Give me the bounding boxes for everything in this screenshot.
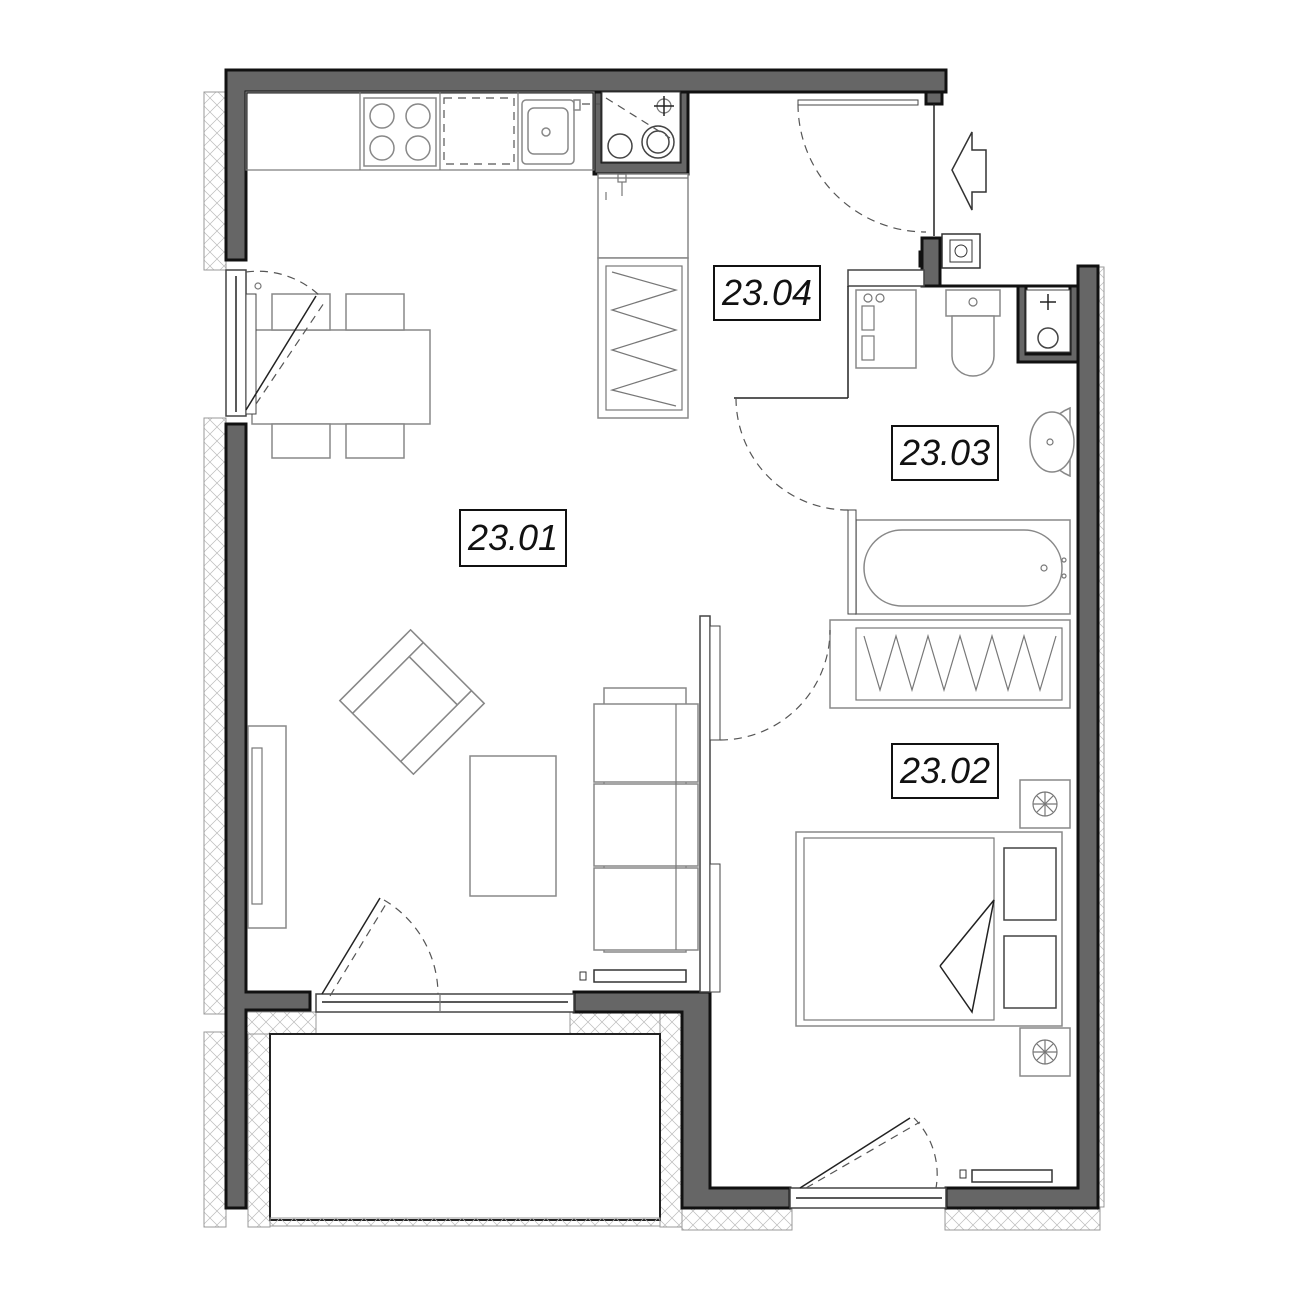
bathroom-fixtures — [734, 269, 1075, 615]
nightstand-outlet-top — [1019, 779, 1071, 829]
radiator-living — [579, 969, 687, 983]
sink-icon — [521, 99, 581, 165]
cooktop-icon — [363, 97, 437, 167]
tv-unit — [247, 725, 287, 929]
wall-left — [224, 422, 312, 1210]
nightstand-outlet-bottom — [1019, 1027, 1071, 1077]
bathroom-shaft-fixtures — [1025, 289, 1071, 353]
label-23-02: 23.02 — [891, 743, 999, 799]
coffee-table — [469, 755, 557, 897]
entry-door[interactable] — [797, 99, 935, 236]
window-dining — [225, 269, 327, 417]
washing-machine-icon — [855, 289, 917, 369]
fridge — [597, 173, 689, 259]
dishwasher — [443, 97, 515, 165]
ventilation-shaft-icon — [941, 233, 981, 269]
wall-top — [224, 68, 948, 262]
sofa-icon — [593, 687, 699, 953]
label-23-03: 23.03 — [891, 425, 999, 481]
toilet-icon — [945, 289, 1001, 377]
dining-table — [251, 293, 431, 459]
entrance-arrow-icon — [951, 131, 987, 211]
bed-icon — [795, 831, 1063, 1027]
balcony — [269, 1033, 661, 1227]
wardrobe-hall — [597, 257, 689, 419]
label-23-01: 23.01 — [459, 509, 567, 567]
balcony-door[interactable] — [315, 897, 575, 1013]
walls — [224, 68, 1100, 1210]
window-bedroom — [789, 1117, 947, 1209]
bedroom-door[interactable] — [699, 615, 831, 993]
wall-bottom-right — [918, 250, 1100, 1210]
room-label: 23.02 — [899, 750, 990, 791]
radiator-icon — [959, 1169, 1053, 1183]
bathtub-icon — [855, 519, 1071, 615]
washbasin-icon — [1029, 406, 1075, 478]
kitchen-counter — [245, 91, 689, 419]
label-23-04: 23.04 — [713, 265, 821, 321]
boiler-icon — [582, 91, 681, 163]
room-label: 23.03 — [899, 432, 990, 473]
room-label: 23.04 — [721, 272, 812, 313]
wardrobe-bedroom — [829, 619, 1071, 709]
armchair-icon — [338, 628, 486, 776]
room-label: 23.01 — [467, 517, 558, 558]
